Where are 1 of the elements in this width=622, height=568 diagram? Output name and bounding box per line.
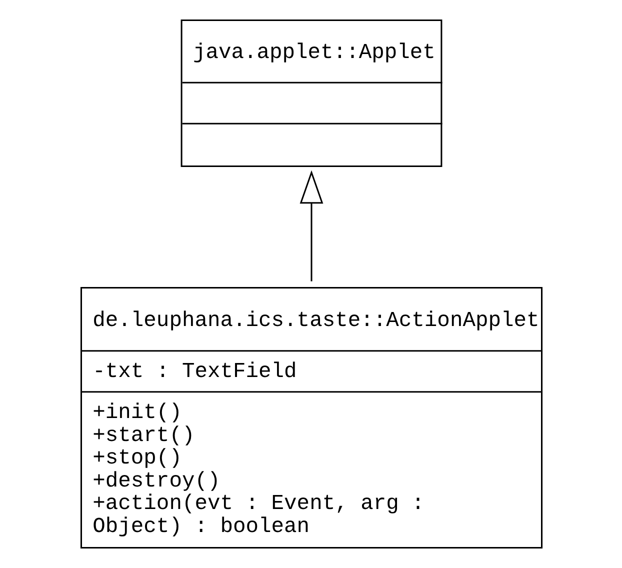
arrow (299, 170, 323, 282)
